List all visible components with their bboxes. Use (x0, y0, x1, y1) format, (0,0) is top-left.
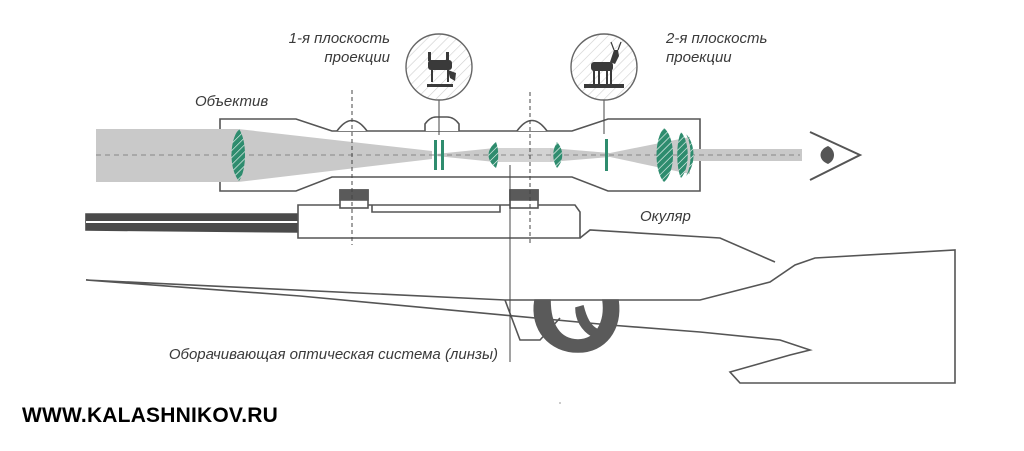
eye-icon (809, 131, 863, 181)
lenses (231, 128, 694, 182)
light-beam (96, 129, 802, 182)
turret-rear (516, 119, 548, 132)
reticle-plane-1-a (434, 140, 437, 170)
turret-top (424, 116, 460, 131)
projection-circle-1 (405, 33, 473, 101)
inverted-deer-icon (427, 52, 456, 87)
objective-lens (231, 129, 245, 181)
trigger-guard (533, 299, 620, 353)
label-objective: Объектив (195, 93, 269, 110)
projection-circle-2 (570, 33, 638, 101)
relay-lens-2 (553, 142, 563, 168)
label-plane-1-line2: проекции (324, 49, 390, 66)
eyepiece-lens-1 (656, 128, 673, 182)
label-plane-1-line1: 1-я плоскость (288, 30, 390, 47)
site-watermark: WWW.KALASHNIKOV.RU (22, 404, 278, 427)
plane-markers (351, 90, 605, 362)
reticle-plane-2 (605, 139, 608, 171)
label-plane-1: 1-я плоскость проекции (262, 29, 390, 67)
reticle-plane-1-b (441, 140, 444, 170)
label-eyepiece: Окуляр (640, 208, 691, 225)
upright-deer-icon (584, 41, 624, 88)
label-plane-2-line1: 2-я плоскость (666, 30, 768, 47)
eyepiece-lens-2 (677, 132, 688, 178)
relay-lens-1 (488, 142, 499, 168)
label-plane-2: 2-я плоскость проекции (666, 29, 767, 67)
label-plane-2-line2: проекции (666, 49, 732, 66)
rifle-receiver (297, 204, 581, 239)
rifle-stock (85, 249, 956, 384)
label-relay: Оборачивающая оптическая система (линзы) (168, 346, 498, 363)
trigger (575, 305, 600, 338)
